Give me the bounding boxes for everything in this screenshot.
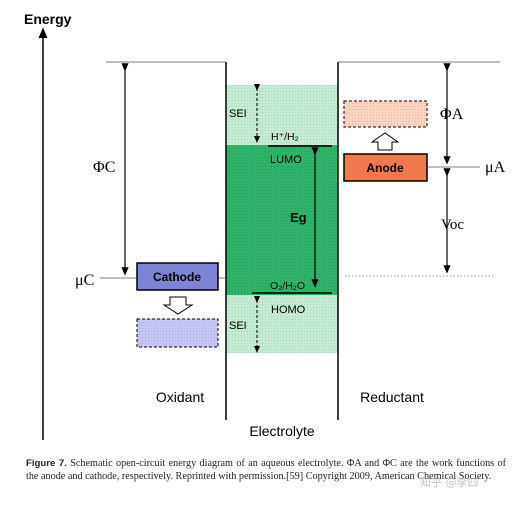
- reductant-label: Reductant: [360, 389, 424, 405]
- anode-ghost-box: [343, 100, 428, 128]
- h-couple-label: H⁺/H₂: [271, 131, 299, 143]
- caption-label: Figure 7.: [26, 458, 67, 469]
- electrolyte-label: Electrolyte: [249, 423, 315, 439]
- anode-label: Anode: [366, 161, 404, 175]
- caption-text: Schematic open-circuit energy diagram of…: [26, 458, 506, 483]
- cathode-shift-arrow: [162, 296, 194, 315]
- phi-c-label: ΦC: [93, 159, 115, 176]
- mu-a-label: μA: [485, 159, 506, 176]
- anode-box: [343, 153, 428, 182]
- band-gap-region: [226, 145, 338, 295]
- sei-zone-top: [226, 85, 338, 145]
- cathode-label: Cathode: [153, 270, 201, 284]
- sei-zone-bottom: [226, 295, 338, 353]
- mu-c-label: μC: [75, 272, 94, 289]
- lumo-label: LUMO: [270, 154, 302, 166]
- o-couple-label: O₂/H₂O: [270, 280, 305, 292]
- homo-label: HOMO: [271, 304, 306, 316]
- cathode-ghost-box: [136, 318, 219, 348]
- energy-label: Energy: [24, 11, 72, 27]
- voc-label: Voc: [441, 217, 464, 233]
- watermark: 知乎 @李四: [420, 476, 479, 489]
- figure-caption: Figure 7. Schematic open-circuit energy …: [26, 457, 506, 483]
- sei-bottom-label: SEI: [229, 320, 247, 332]
- sei-top-label: SEI: [229, 108, 247, 120]
- phi-a-label: ΦA: [440, 106, 464, 123]
- anode-shift-arrow: [370, 132, 400, 151]
- cathode-box: [136, 262, 219, 291]
- eg-label: Eg: [290, 210, 307, 225]
- oxidant-label: Oxidant: [156, 389, 204, 405]
